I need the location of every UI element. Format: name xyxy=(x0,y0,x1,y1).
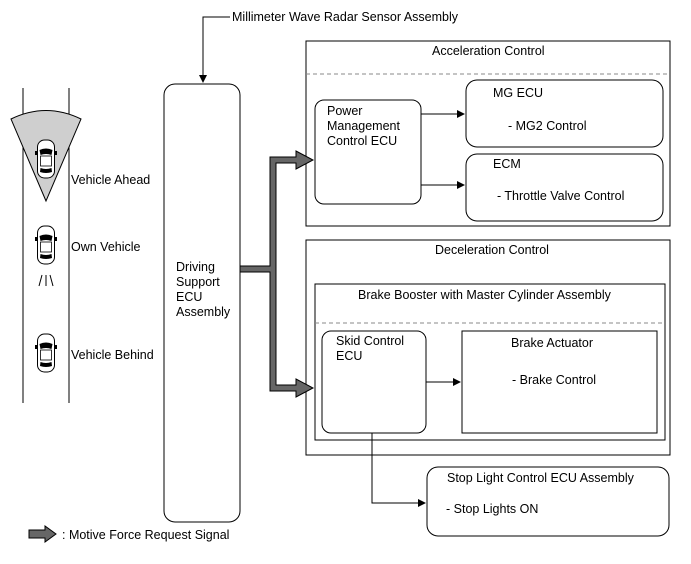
vehicle-ahead-icon xyxy=(34,139,58,179)
skid-ecu-label-2: ECU xyxy=(336,349,363,363)
legend-label: : Motive Force Request Signal xyxy=(62,528,230,542)
vehicle-behind-icon xyxy=(34,333,58,373)
pm-ecu-label-3: Control ECU xyxy=(327,134,398,148)
deceleration-control-title: Deceleration Control xyxy=(435,243,549,257)
driving-support-ecu-label-3: ECU xyxy=(176,290,203,304)
brake-actuator-title: Brake Actuator xyxy=(511,336,593,350)
brake-actuator-box xyxy=(461,330,658,434)
stop-lights-on-item: - Stop Lights ON xyxy=(446,502,539,516)
motive-force-arrows xyxy=(239,150,315,398)
driving-support-ecu-label-1: Driving xyxy=(176,260,215,274)
pm-ecu-label-1: Power xyxy=(327,104,363,118)
own-vehicle-label: Own Vehicle xyxy=(71,240,141,254)
skid-ecu-label-1: Skid Control xyxy=(336,334,405,348)
mg-ecu-title: MG ECU xyxy=(493,86,543,100)
ecm-title: ECM xyxy=(493,157,521,171)
mg-ecu-box xyxy=(465,79,664,148)
skid-to-stop-light-arrow xyxy=(371,433,426,507)
stop-light-ecu-title: Stop Light Control ECU Assembly xyxy=(447,471,634,485)
driving-support-ecu-label-2: Support xyxy=(176,275,220,289)
power-management-ecu-box xyxy=(314,99,422,205)
radar-waves-icon xyxy=(38,274,54,287)
ecm-box xyxy=(465,153,664,222)
own-vehicle-icon xyxy=(34,225,58,265)
brake-control-item: - Brake Control xyxy=(512,373,597,387)
pm-ecu-label-2: Management xyxy=(327,119,400,133)
legend-arrow-icon xyxy=(28,525,57,543)
vehicle-behind-label: Vehicle Behind xyxy=(71,348,154,362)
brake-booster-title: Brake Booster with Master Cylinder Assem… xyxy=(358,288,611,302)
acceleration-control-title: Acceleration Control xyxy=(432,44,545,58)
vehicle-ahead-label: Vehicle Ahead xyxy=(71,173,151,187)
sensor-label: Millimeter Wave Radar Sensor Assembly xyxy=(232,10,458,24)
mg2-control-item: - MG2 Control xyxy=(508,119,587,133)
sensor-signal-arrow xyxy=(199,16,230,83)
throttle-valve-item: - Throttle Valve Control xyxy=(497,189,625,203)
stop-light-ecu-box xyxy=(426,466,670,537)
driving-support-ecu-box xyxy=(163,83,241,523)
driving-support-ecu-label-4: Assembly xyxy=(176,305,231,319)
